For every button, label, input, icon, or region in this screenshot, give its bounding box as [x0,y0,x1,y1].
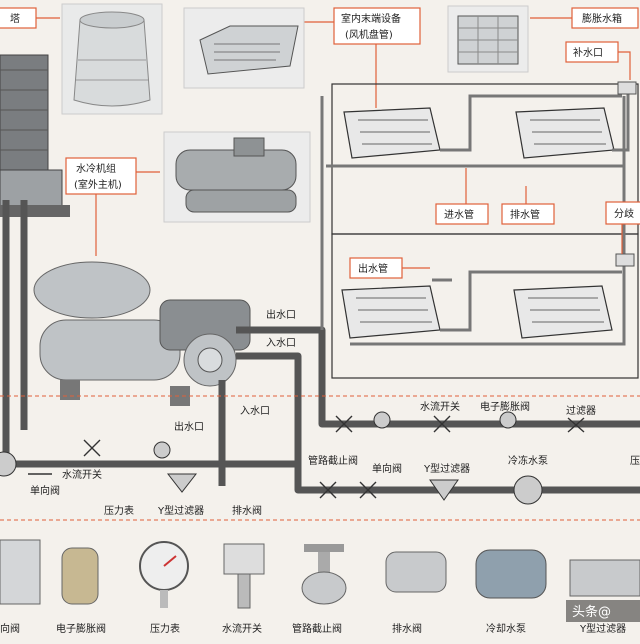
legend-y-filter-photo [569,559,640,597]
drain-valve-label: 排水阀 [232,504,262,517]
legend-pressure-gauge-photo [139,541,189,608]
legend-label: 水流开关 [222,622,262,635]
legend-label: 管路截止阀 [292,622,342,635]
legend-label: Y型过滤器 [579,622,626,635]
electronic-exp-valve-top-label: 电子膨胀阀 [480,400,530,413]
electronic-expansion-valve-icon [499,411,517,429]
legend-pump-photo [475,549,547,599]
branch-label-box [605,201,640,225]
legend-stop-valve-photo [301,544,347,605]
legend-check-valve-photo [0,539,41,605]
chilled-pump-label: 冷冻水泵 [508,454,548,467]
cooling-tower-left [0,54,70,217]
pipe-stop-valve-label: 管路截止阀 [308,454,358,467]
water-outlet-label-2: 出水口 [174,420,204,433]
y-filter-icon [166,473,198,493]
room-lower-return-pipe [350,262,626,346]
fan-coil-unit [515,107,615,159]
pump-icon [0,451,17,477]
flow-switch-icon [83,439,101,457]
right-edge-partial-label: 压 [630,455,640,467]
check-valve-left-label: 单向阀 [30,484,60,497]
room-upper-riser [612,90,630,152]
branch-fitting-lower [615,253,635,267]
branch-fitting-top [617,81,637,95]
y-filter-icon [429,479,459,501]
supply-pipe-label-box [435,203,489,225]
expansion-tank-photo [447,5,529,73]
chilled-water-return-pipe [236,352,640,494]
watermark: 头条@ [572,604,611,620]
legend-label: 压力表 [150,622,180,635]
filter-icon [567,417,585,433]
stop-valve-icon [319,481,337,499]
watermark-bg [566,600,640,622]
indoor-terminal-label-line2: (风机盘管) [345,28,393,41]
chilled-water-supply-pipe [236,326,640,428]
flow-switch-top-label: 水流开关 [420,400,460,413]
flow-switch-left-label: 水流开关 [62,468,102,481]
check-valve-mid-label: 单向阀 [372,462,402,475]
chiller-label-line1: 水冷机组 [76,162,116,175]
water-inlet-label-1: 入水口 [266,337,296,349]
cooling-tower-photo [61,3,163,115]
expansion-tank-label: 膨胀水箱 [582,12,622,25]
chiller-photo [163,131,311,223]
legend-label: 电子膨胀阀 [56,622,106,635]
drain-pipe-label: 排水管 [510,208,540,221]
legend-label: 冷却水泵 [486,622,526,635]
chilled-pump-icon [513,475,543,505]
fan-coil-unit [513,285,613,339]
filter-top-label: 过滤器 [566,404,596,417]
outlet-pipe-label: 出水管 [358,262,388,275]
makeup-water-arrow [618,51,631,80]
fan-coil-photo [183,7,305,89]
indoor-terminal-label-line1: 室内末端设备 [341,12,401,25]
room-lower-supply-pipe [440,270,622,332]
flow-switch-icon [433,415,451,433]
chiller-label-line2: (室外主机) [74,178,122,191]
check-valve-icon [359,481,377,499]
room-upper-return-pipe [440,94,622,152]
water-outlet-label-1: 出水口 [266,308,296,321]
y-filter-left-label: Y型过滤器 [157,504,204,517]
fan-coil-unit [341,285,441,339]
main-chiller-unit [33,261,251,406]
water-inlet-label-2: 入水口 [240,405,270,417]
valve-icon [373,411,391,429]
legend-drain-valve-photo [385,551,447,593]
makeup-water-label: 补水口 [573,46,603,59]
legend-label: 向阀 [0,622,20,635]
y-filter-mid-label: Y型过滤器 [423,462,470,475]
legend-electronic-expansion-valve-photo [61,547,99,605]
legend-label: 排水阀 [392,622,422,635]
fan-coil-unit [343,107,441,159]
cooling-tower-label: 塔 [10,12,20,25]
drain-pipe-label-box [501,203,555,225]
supply-pipe-label: 进水管 [444,208,474,221]
chiller-label-box [65,157,137,195]
legend-flow-switch-photo [223,543,265,609]
branch-label: 分歧 [614,207,634,220]
valve-icon [335,415,353,433]
room-lower [331,233,639,379]
indoor-terminal-label-box [333,7,421,45]
pressure-gauge-label: 压力表 [104,504,134,517]
pressure-gauge-icon [153,441,171,459]
